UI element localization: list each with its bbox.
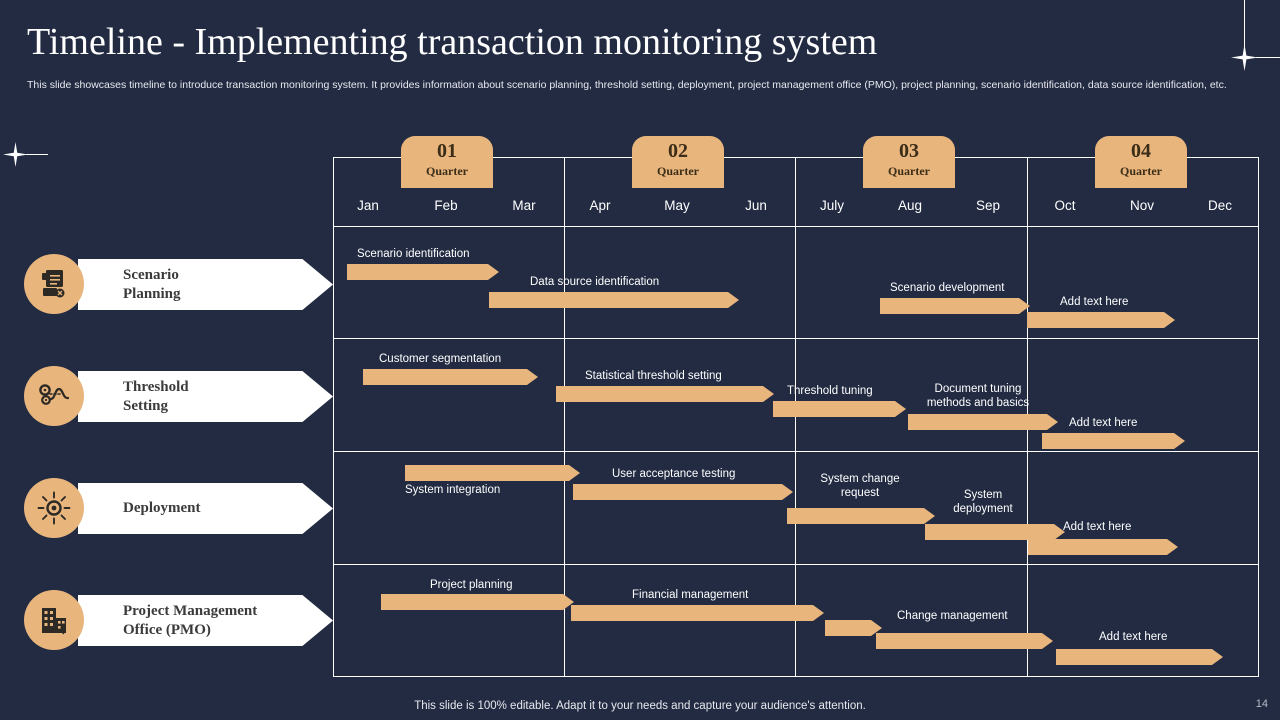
- task-bar-system-deployment[interactable]: [925, 524, 1065, 540]
- quarter-label: Quarter: [426, 164, 468, 178]
- sparkle-left-line: [26, 154, 48, 155]
- quarter-label: Quarter: [888, 164, 930, 178]
- month-label-jan: Jan: [357, 198, 379, 213]
- row-icon-threshold-setting: [24, 366, 84, 426]
- quarter-badge-1: 01 Quarter: [401, 136, 493, 188]
- month-label-feb: Feb: [434, 198, 458, 213]
- footer-note: This slide is 100% editable. Adapt it to…: [414, 700, 866, 712]
- row-icon-scenario-planning: [24, 254, 84, 314]
- task-bar-financial-management[interactable]: [571, 605, 824, 621]
- task-label-user-acceptance-testing: User acceptance testing: [612, 468, 736, 480]
- task-label-data-source-identification: Data source identification: [530, 276, 660, 288]
- month-label-sep: Sep: [975, 198, 1001, 213]
- task-label-add-text-here-r1: Add text here: [1060, 296, 1129, 308]
- task-bar-document-tuning-methods[interactable]: [908, 414, 1058, 430]
- task-bar-system-integration[interactable]: [405, 465, 580, 481]
- task-label-system-deployment: System deployment: [953, 489, 1013, 515]
- quarter-number: 01: [437, 140, 457, 162]
- quarter-number: 02: [668, 140, 688, 162]
- grid-row-divider-1: [334, 338, 1258, 339]
- quarter-column-2: [565, 158, 796, 676]
- task-bar-statistical-threshold-setting[interactable]: [556, 386, 774, 402]
- task-bar-scenario-development[interactable]: [880, 298, 1030, 314]
- task-bar-add-text-here-r4[interactable]: [1056, 649, 1223, 665]
- quarter-badge-3: 03 Quarter: [863, 136, 955, 188]
- task-bar-scenario-identification[interactable]: [347, 264, 499, 280]
- task-label-system-integration: System integration: [405, 484, 501, 496]
- quarter-label: Quarter: [657, 164, 699, 178]
- task-label-add-text-here-r3: Add text here: [1063, 521, 1132, 533]
- row-label-text: Deployment: [123, 500, 201, 516]
- task-bar-customer-segmentation[interactable]: [363, 369, 538, 385]
- month-label-nov: Nov: [1129, 198, 1154, 213]
- task-label-change-management: Change management: [897, 610, 1008, 622]
- task-bar-threshold-tuning[interactable]: [773, 401, 906, 417]
- grid-row-divider-3: [334, 564, 1258, 565]
- row-icon-deployment: [24, 478, 84, 538]
- task-bar-change-management[interactable]: [876, 633, 1053, 649]
- month-label-may: May: [664, 198, 690, 213]
- task-bar-add-text-here-r2[interactable]: [1042, 433, 1185, 449]
- task-bar-add-text-here-r1[interactable]: [1027, 312, 1175, 328]
- task-label-project-planning: Project planning: [430, 579, 513, 591]
- task-label-threshold-tuning: Threshold tuning: [787, 385, 873, 397]
- quarter-number: 04: [1131, 140, 1151, 162]
- month-label-dec: Dec: [1207, 198, 1232, 213]
- task-label-financial-management: Financial management: [632, 589, 749, 601]
- quarter-column-4: [1028, 158, 1260, 676]
- sparkle-horizontal-line: [1256, 57, 1280, 58]
- task-bar-data-source-identification[interactable]: [489, 292, 739, 308]
- row-icon-pmo: [24, 590, 84, 650]
- page-number: 14: [1255, 698, 1268, 710]
- task-label-scenario-development: Scenario development: [890, 282, 1005, 294]
- task-label-statistical-threshold-setting: Statistical threshold setting: [585, 370, 722, 382]
- task-label-system-change-request: System change request: [820, 473, 900, 499]
- sparkle-vertical-line: [1244, 0, 1245, 48]
- task-bar-system-change-request[interactable]: [787, 508, 935, 524]
- task-label-customer-segmentation: Customer segmentation: [379, 353, 502, 365]
- task-label-add-text-here-r2: Add text here: [1069, 417, 1138, 429]
- month-label-aug: Aug: [897, 198, 923, 213]
- task-bar-unlabeled-r4[interactable]: [825, 620, 882, 636]
- row-label-deployment[interactable]: Deployment: [78, 483, 333, 534]
- quarter-badge-2: 02 Quarter: [632, 136, 724, 188]
- month-label-july: July: [819, 198, 844, 213]
- task-bar-user-acceptance-testing[interactable]: [573, 484, 793, 500]
- task-label-scenario-identification: Scenario identification: [357, 248, 470, 260]
- grid-row-divider-2: [334, 451, 1258, 452]
- sparkle-top-right-icon: [1231, 44, 1258, 71]
- quarter-badge-4: 04 Quarter: [1095, 136, 1187, 188]
- task-bar-add-text-here-r3[interactable]: [1028, 539, 1178, 555]
- task-bar-project-planning[interactable]: [381, 594, 574, 610]
- task-label-add-text-here-r4: Add text here: [1099, 631, 1168, 643]
- month-label-oct: Oct: [1054, 198, 1076, 213]
- quarter-column-1: [334, 158, 565, 676]
- month-label-jun: Jun: [745, 198, 767, 213]
- quarter-number: 03: [899, 140, 919, 162]
- page-title: Timeline - Implementing transaction moni…: [27, 21, 878, 63]
- month-label-mar: Mar: [512, 198, 536, 213]
- sparkle-left-icon: [3, 142, 28, 167]
- quarter-label: Quarter: [1120, 164, 1162, 178]
- month-label-apr: Apr: [589, 198, 611, 213]
- page-subtitle: This slide showcases timeline to introdu…: [27, 79, 1227, 91]
- grid-row-divider-header: [334, 226, 1258, 227]
- task-label-document-tuning-methods: Document tuning methods and basics: [926, 383, 1030, 409]
